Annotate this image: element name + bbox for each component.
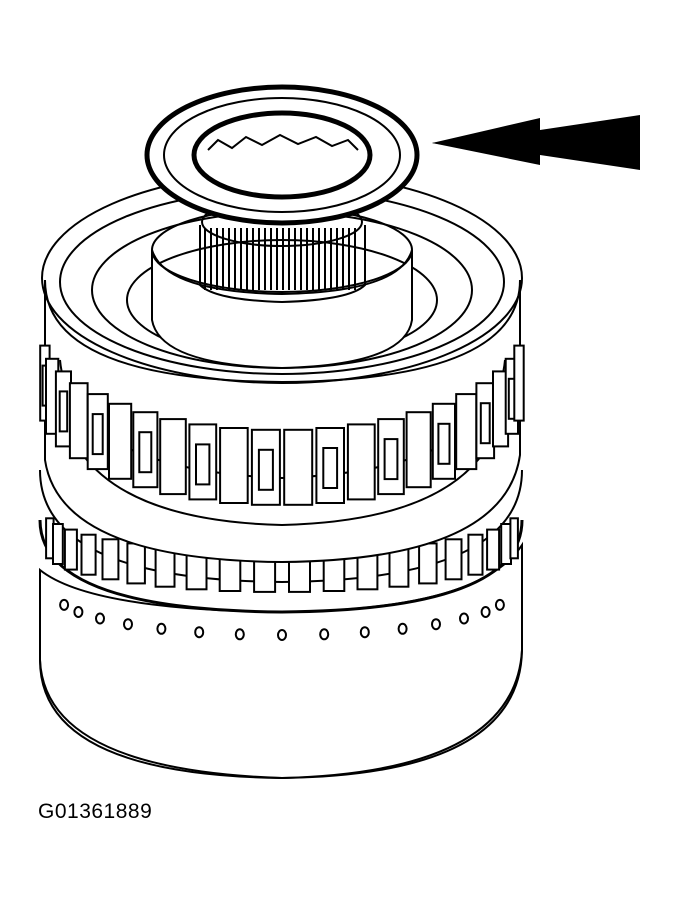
lower-spline-tooth (63, 528, 78, 571)
vent-hole (319, 628, 330, 641)
spline-tooth (219, 427, 249, 504)
vent-hole (494, 598, 505, 611)
upper-spline-ring (39, 344, 525, 506)
spline-slot (437, 422, 451, 465)
vent-hole (480, 606, 491, 618)
lower-spline-tooth (101, 538, 120, 581)
drum-vent-holes (59, 598, 505, 641)
vent-hole (59, 598, 70, 611)
spline-tooth (132, 411, 159, 489)
lower-spline-tooth (486, 528, 501, 571)
lower-spline-tooth (52, 523, 64, 565)
spline-tooth (188, 423, 218, 501)
vent-hole (95, 612, 105, 625)
spline-tooth (377, 418, 405, 496)
spline-tooth (455, 393, 478, 471)
lower-spline-tooth (444, 538, 463, 581)
vent-hole (431, 618, 441, 631)
callout-arrow-icon (432, 115, 640, 170)
vent-hole (194, 626, 205, 639)
vent-hole (156, 622, 167, 635)
vent-hole (277, 629, 287, 641)
thrust-washer (144, 84, 420, 226)
lower-spline-tooth (126, 542, 146, 585)
spline-tooth (405, 411, 432, 489)
lower-spline-tooth (467, 533, 484, 576)
figure-id-label: G01361889 (38, 800, 153, 823)
spline-slot (58, 390, 69, 433)
lower-spline-tooth (80, 533, 97, 576)
spline-tooth (513, 344, 525, 422)
vent-hole (397, 622, 408, 635)
spline-slot (322, 447, 339, 489)
spline-slot (479, 402, 491, 445)
spline-tooth (250, 428, 281, 506)
vent-hole (459, 612, 469, 625)
vent-hole (359, 626, 370, 639)
spline-tooth (68, 382, 89, 460)
center-hub (151, 207, 413, 370)
spline-tooth (108, 402, 133, 480)
spline-tooth (86, 393, 109, 471)
vent-hole (234, 628, 245, 641)
spline-tooth (315, 427, 345, 504)
spline-tooth (54, 370, 73, 448)
spline-tooth (283, 428, 314, 506)
spline-tooth (159, 418, 187, 496)
splined-shaft (201, 197, 363, 290)
spline-tooth (346, 423, 376, 501)
spline-slot (257, 448, 274, 491)
spline-slot (138, 431, 153, 474)
lower-spline-tooth (509, 517, 519, 560)
spline-tooth (475, 382, 496, 460)
spline-slot (195, 443, 211, 486)
vent-hole (123, 618, 133, 631)
lower-spline-tooth (418, 542, 438, 585)
spline-tooth (431, 402, 456, 480)
vent-hole (73, 606, 84, 618)
spline-slot (91, 413, 104, 456)
spline-slot (383, 438, 399, 481)
